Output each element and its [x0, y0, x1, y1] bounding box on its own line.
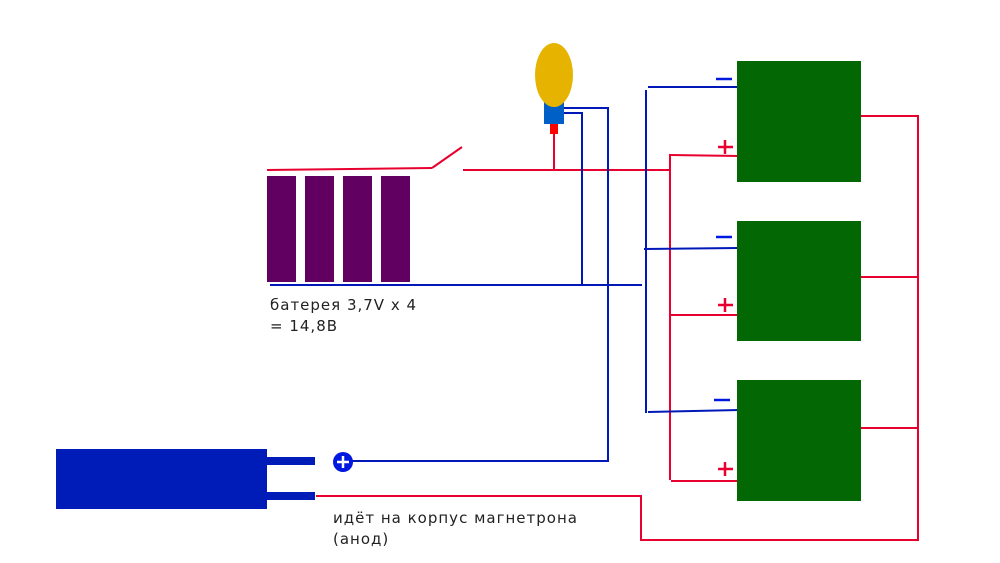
switch-lever[interactable] [431, 146, 463, 169]
converter-modules [737, 61, 861, 501]
magnetron-label-line2: (анод) [333, 530, 390, 548]
converter-module-1 [737, 61, 861, 182]
bulb-negative-wire-2 [563, 112, 583, 285]
battery-cell [381, 176, 410, 282]
converter-module-3 [737, 380, 861, 501]
magnetron-body [56, 449, 267, 509]
magnetron-lead-bottom [267, 492, 315, 500]
battery-cell [305, 176, 334, 282]
module1-plus-wire [669, 154, 740, 157]
switch-lead-wire [266, 167, 433, 171]
negative-wiring [270, 86, 740, 462]
bulb-base [544, 100, 564, 124]
indicator-bulb [535, 43, 573, 134]
plus-mark-1 [718, 140, 733, 154]
battery-pack [267, 176, 410, 282]
positive-wiring [266, 115, 919, 541]
plus-mark-2 [718, 298, 733, 312]
module3-minus-wire [647, 409, 740, 413]
magnetron-label-line1: идёт на корпус магнетрона [333, 509, 578, 527]
polarity-marks [714, 77, 733, 476]
module1-out-wire [316, 115, 919, 541]
magnetron-block [56, 449, 353, 509]
bulb-tip [550, 124, 558, 134]
battery-cell [267, 176, 296, 282]
battery-label-line2: = 14,8В [270, 317, 339, 335]
converter-module-2 [737, 221, 861, 341]
plus-mark-3 [718, 462, 733, 476]
module2-minus-wire [643, 247, 739, 250]
bulb-glass [535, 43, 573, 107]
bulb-negative-wire-1 [350, 107, 609, 462]
battery-cell [343, 176, 372, 282]
magnetron-lead-top [267, 457, 315, 465]
battery-label-line1: батерея 3,7V x 4 [270, 296, 418, 314]
